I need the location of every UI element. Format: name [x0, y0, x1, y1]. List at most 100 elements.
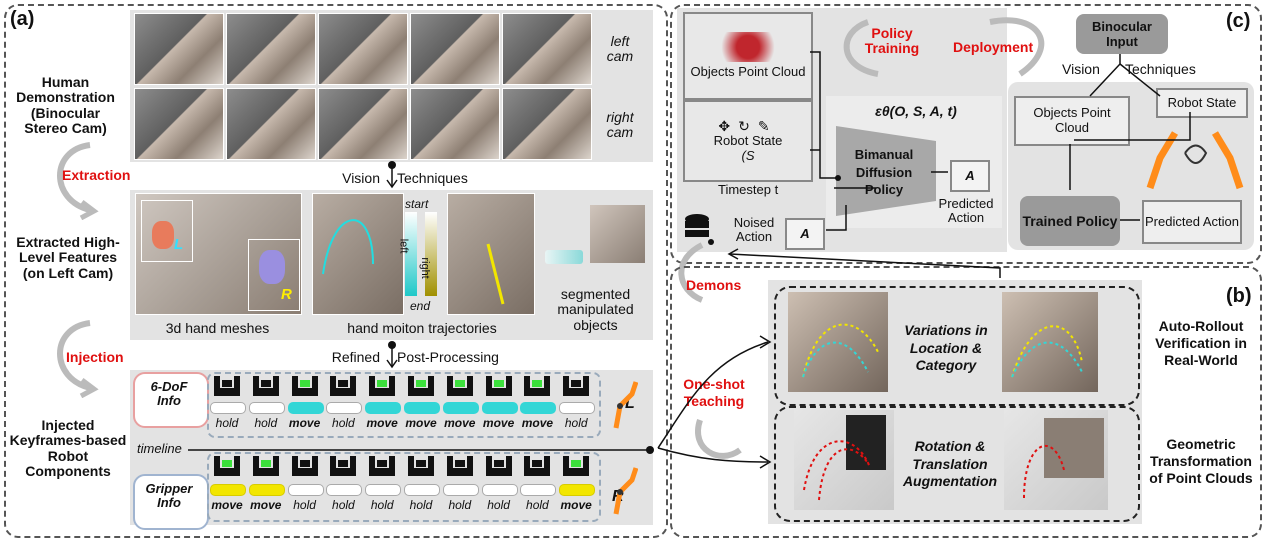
deployment-connectors	[1069, 54, 1191, 221]
hand-R-label: R	[281, 286, 292, 303]
bottom-gripper-icon	[559, 456, 593, 478]
training-arrow-icon	[843, 19, 879, 77]
left-hand-box	[141, 200, 193, 262]
panel-a-tag: (a)	[10, 8, 35, 30]
arm-L-label: L	[625, 395, 635, 412]
panel-b-tag: (b)	[1226, 285, 1252, 307]
right-cam-frame	[134, 88, 224, 160]
extracted-features-label: Extracted High-Level Features (on Left C…	[16, 234, 120, 281]
segmented-caption: segmented manipulated objects	[557, 286, 634, 333]
bottom-action-label: hold	[332, 498, 355, 512]
extraction-arrow-icon	[57, 142, 99, 220]
dep-predicted-box: Predicted Action	[1142, 200, 1242, 244]
demons-label: Demons	[686, 277, 742, 293]
refined-text: Refined	[331, 349, 380, 365]
top-action-label: hold	[564, 416, 588, 430]
hand-meshes-caption: 3d hand meshes	[165, 320, 270, 336]
top-keyframe-bar	[559, 402, 596, 414]
techniques-text: Techniques	[397, 170, 468, 186]
right-colorbar	[425, 212, 437, 296]
trained-policy-box: Trained Policy	[1020, 196, 1120, 246]
down-arrow-icon	[386, 161, 398, 189]
top-gripper-icon	[404, 376, 438, 398]
dep-vision-label: Vision	[1062, 61, 1100, 77]
epsilon-label: εθ(O, S, A, t)	[875, 103, 957, 119]
timestep-label: Timestep t	[718, 182, 779, 197]
right-bar-label: right	[418, 257, 431, 279]
bottom-keyframe-bar	[326, 484, 363, 496]
panel-b-frame	[670, 266, 1262, 538]
top-row-frame	[207, 372, 601, 438]
top-gripper-icon	[520, 376, 554, 398]
one-shot-arrow-icon	[695, 419, 742, 459]
noised-action-box: A	[785, 218, 825, 250]
robot-state-symbol: (S	[741, 148, 755, 164]
injection-arrow-icon	[57, 320, 99, 398]
bottom-gripper-icon	[326, 456, 360, 478]
top-keyframe-bar	[442, 402, 479, 414]
human-demo-label: Human Demonstration (Binocular Stereo Ca…	[16, 74, 115, 137]
bottom-action-label: move	[211, 498, 243, 512]
bottom-gripper-icon	[404, 456, 438, 478]
top-action-label: move	[288, 416, 321, 430]
robot-state-box: ✥↻✎ Robot State (S	[683, 100, 813, 182]
bottom-keyframe-bar	[365, 484, 402, 496]
trained-policy-label: Trained Policy	[1022, 212, 1118, 229]
policy-label: Bimanual Diffusion Policy	[854, 147, 914, 198]
bottom-keyframe-bar	[559, 484, 596, 496]
rotation-frame	[774, 406, 1140, 522]
deployment-arrow-icon	[989, 17, 1045, 77]
top-keyframe-bar	[520, 402, 557, 414]
dep-point-cloud-label: Objects Point Cloud	[1033, 105, 1111, 135]
top-keyframe-bar	[481, 402, 518, 414]
top-keyframe-bar	[365, 402, 402, 414]
noised-symbol: A	[800, 225, 810, 241]
tube-object	[545, 250, 583, 264]
top-action-label: move	[444, 416, 476, 430]
vision-text: Vision	[342, 170, 380, 186]
extraction-label: Extraction	[62, 167, 131, 183]
teaching-connectors	[657, 335, 772, 469]
drawer-object	[590, 205, 645, 263]
top-gripper-icon	[249, 376, 283, 398]
bottom-action-label: move	[250, 498, 282, 512]
dep-robot-state-label: Robot State	[1167, 94, 1237, 110]
bottom-gripper-icon	[365, 456, 399, 478]
bottom-keyframe-bar	[248, 484, 285, 496]
top-gripper-icon	[365, 376, 399, 398]
gripper-info-label: Gripper Info	[145, 481, 193, 511]
bottom-action-label: hold	[487, 498, 510, 512]
panel-c-frame	[670, 4, 1262, 264]
predicted-action-label: Predicted Action	[938, 196, 994, 226]
demons-connector	[727, 248, 1001, 278]
right-trajectory-image	[447, 193, 535, 315]
training-connectors	[810, 51, 948, 231]
auto-rollout-label: Auto-Rollout Verification in Real-World	[1155, 318, 1247, 368]
bottom-keyframe-bar	[287, 484, 324, 496]
top-gripper-icon	[482, 376, 516, 398]
dep-techniques-label: Techniques	[1125, 61, 1196, 77]
injection-label: Injection	[66, 349, 124, 365]
robot-arm-L-icon	[612, 376, 639, 432]
right-cam-frame	[410, 88, 500, 160]
top-gripper-icon	[288, 376, 322, 398]
binocular-input-box: Binocular Input	[1076, 14, 1168, 54]
bottom-gripper-icon	[520, 456, 554, 478]
left-cam-frame	[134, 13, 224, 85]
top-action-label: hold	[215, 416, 239, 430]
top-action-label: move	[366, 416, 398, 430]
noised-action-label: Noised Action	[733, 215, 775, 245]
panel-a-frame	[4, 4, 668, 538]
top-keyframe-bar	[210, 402, 246, 414]
variations-label: Variations in Location & Category	[904, 322, 988, 373]
policy-training-label: Policy Training	[864, 25, 920, 57]
bottom-gripper-icon	[249, 456, 283, 478]
bottom-keyframe-bar	[442, 484, 479, 496]
point-cloud-label: Objects Point Cloud	[690, 64, 806, 80]
bottom-gripper-icon	[443, 456, 477, 478]
bottom-action-label: hold	[526, 498, 549, 512]
bottom-row-frame	[207, 452, 601, 522]
predicted-symbol-box: A	[950, 160, 990, 192]
end-label: end	[410, 299, 431, 313]
